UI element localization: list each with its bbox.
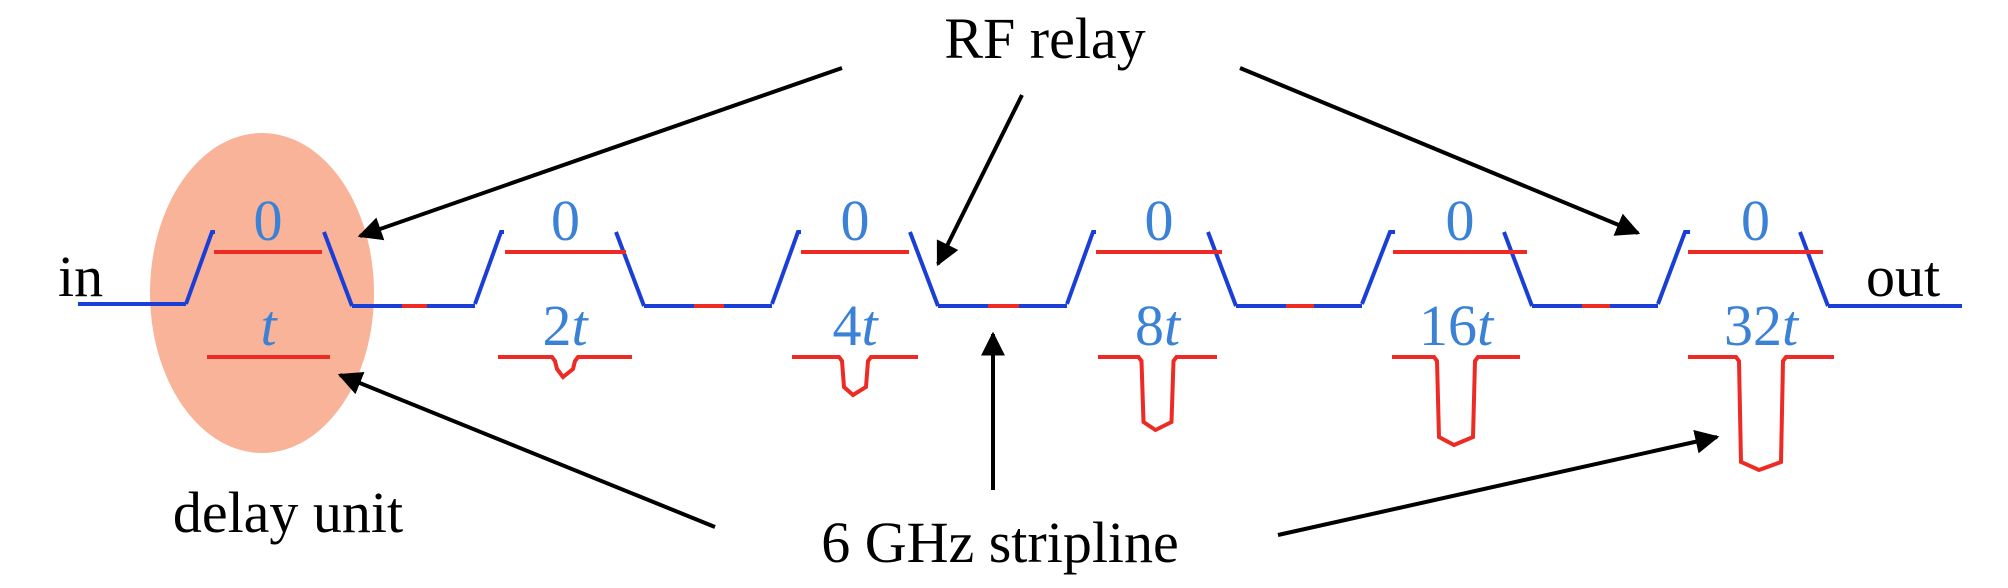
stage-1-relay-out (322, 231, 354, 307)
callout-arrows (337, 66, 1720, 537)
stage-3-zero-label: 0 (841, 188, 870, 253)
arrow-rf-relay-to-stage6 (1239, 66, 1641, 236)
stage-1-zero-label: 0 (254, 188, 283, 253)
stage-2-zero-label: 0 (551, 188, 580, 253)
stage-4-relay-out (1206, 231, 1238, 307)
rf-relay-label: RF relay (944, 6, 1145, 71)
stage-4-delay-loop (1098, 355, 1217, 433)
stage-3-delay-label: 4t (832, 293, 879, 358)
arrow-stripline-to-delay-unit (337, 371, 716, 529)
arrow-stripline-to-stage6-loop (1277, 429, 1720, 537)
stage-4-zero-label: 0 (1145, 188, 1174, 253)
stage-4-relay-in (1065, 230, 1096, 305)
arrow-rf-relay-to-stage3 (936, 94, 1024, 267)
stage-6-delay-label: 32t (1724, 293, 1800, 358)
stage-5-relay-in (1360, 230, 1395, 305)
stage-6-relay-out (1798, 231, 1830, 307)
stage-3-delay-loop (792, 355, 918, 398)
stripline-label: 6 GHz stripline (821, 510, 1179, 575)
arrow-rf-relay-to-stage1 (357, 66, 843, 241)
delay-unit-label: delay unit (173, 480, 403, 545)
stage-5-delay-loop (1392, 355, 1520, 448)
stage-6-zero-label: 0 (1741, 188, 1770, 253)
stage-5-delay-label: 16t (1419, 293, 1495, 358)
stage-2-delay-loop (498, 355, 632, 380)
stage-2-relay-out (614, 231, 646, 307)
stage-3-relay-in (770, 230, 801, 305)
stage-6-delay-loop (1688, 355, 1834, 473)
stage-4-delay-label: 8t (1135, 293, 1182, 358)
stage-3-relay-out (908, 231, 940, 307)
stage-2-delay-label: 2t (542, 293, 589, 358)
delay-stages: 0 t 0 2t 0 4t 0 8t 0 16t 0 32t (78, 188, 1962, 473)
input-label: in (58, 244, 103, 309)
stage-6-relay-in (1656, 230, 1690, 305)
stage-5-relay-out (1502, 231, 1534, 307)
stage-2-relay-in (473, 230, 504, 305)
output-label: out (1866, 244, 1940, 309)
stage-5-zero-label: 0 (1446, 188, 1475, 253)
stage-1-relay-in (184, 230, 215, 305)
delay-unit-highlight (150, 133, 374, 453)
stage-1-delay-label: t (260, 293, 278, 358)
